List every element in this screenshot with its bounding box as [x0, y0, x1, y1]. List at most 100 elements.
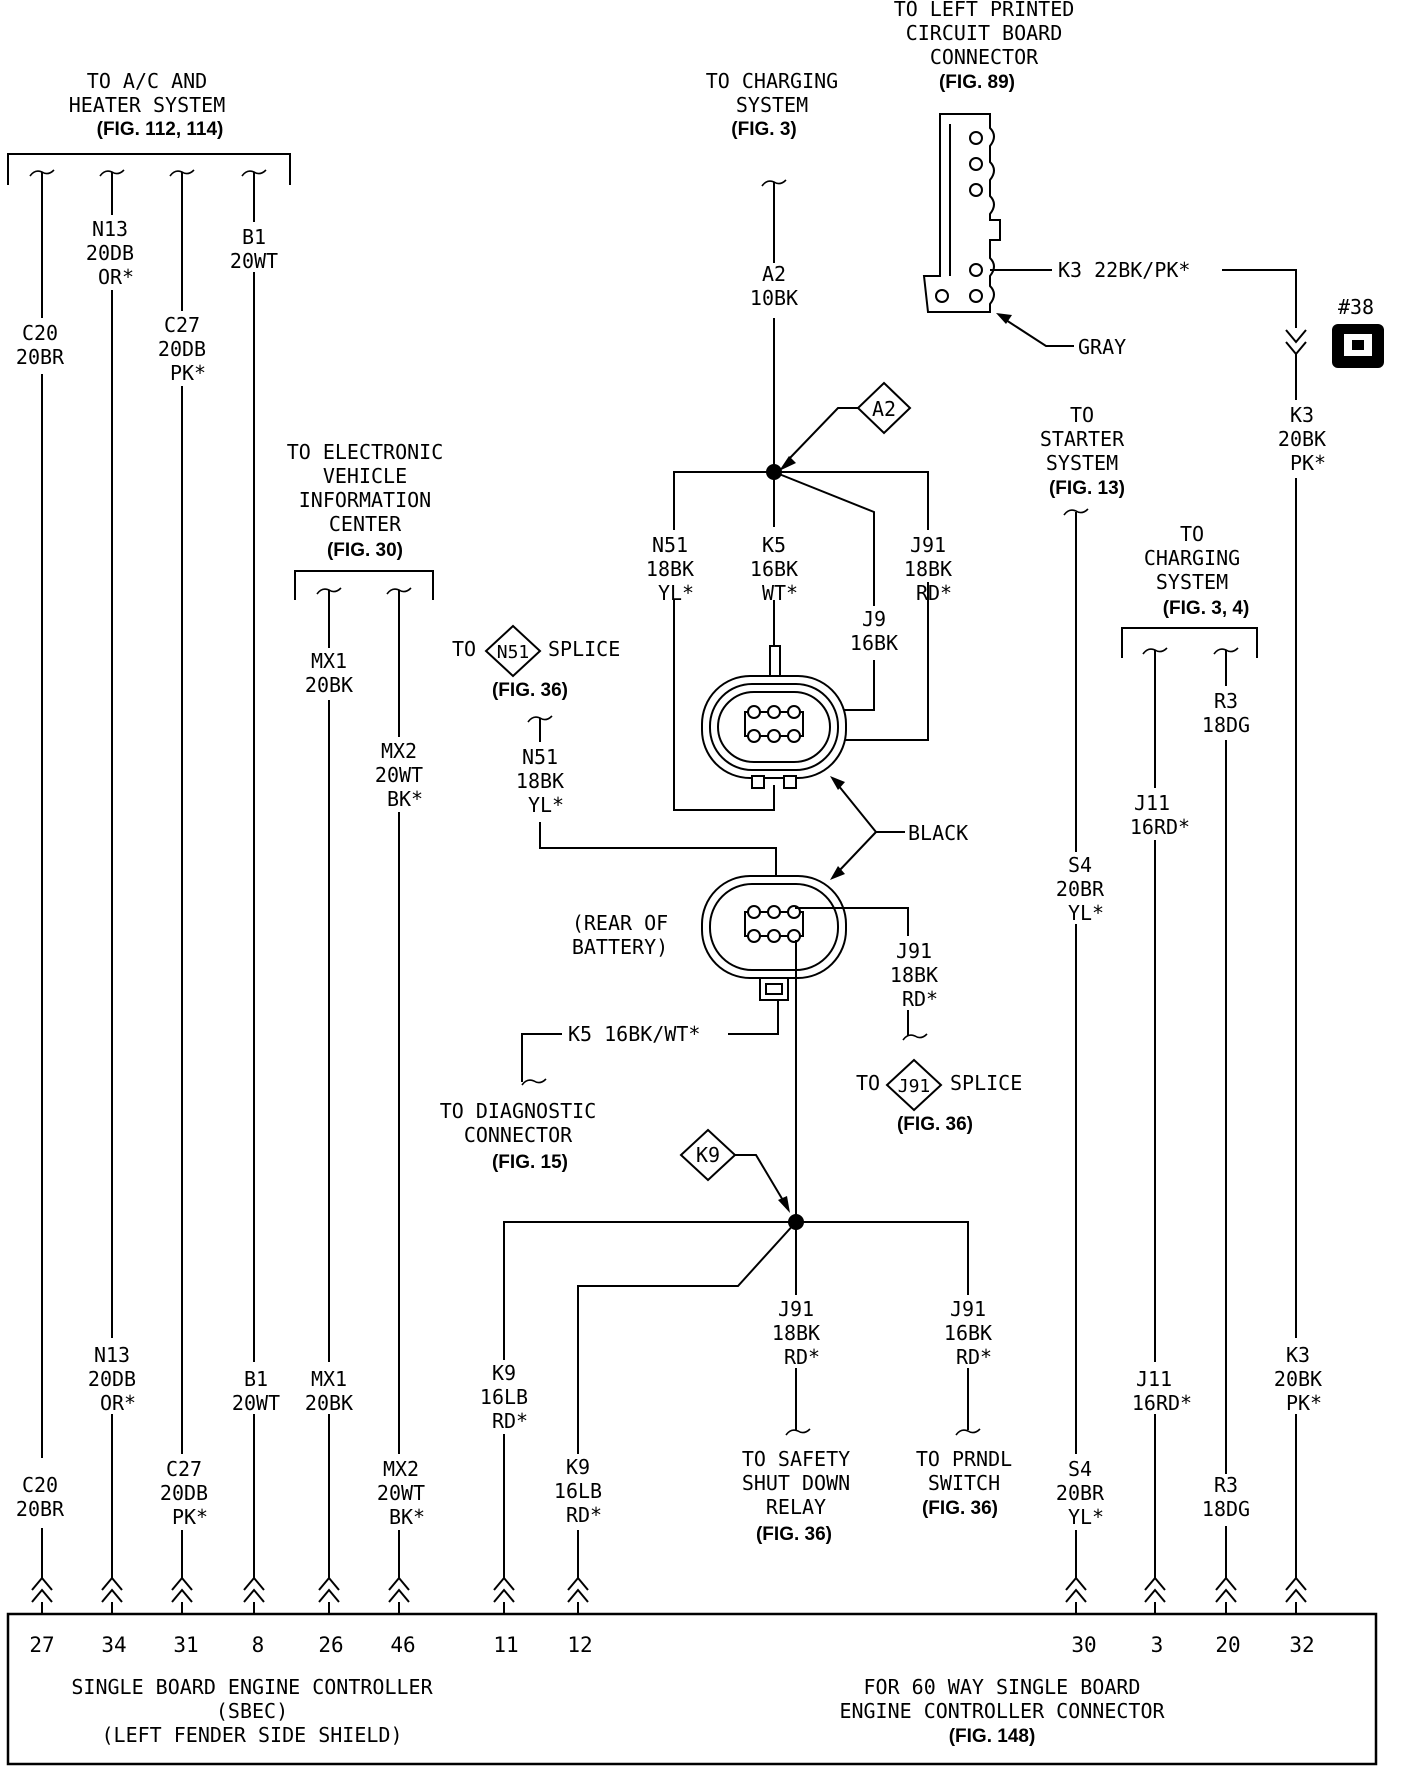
mx2-bot-label: MX2 20WT BK*: [377, 1457, 425, 1529]
terminal-chevrons: [31, 1576, 1307, 1603]
svg-text:SPLICE: SPLICE: [548, 637, 620, 661]
svg-text:N13: N13: [94, 1343, 130, 1367]
svg-text:GRAY: GRAY: [1078, 335, 1126, 359]
j91-mid-wire: [795, 907, 909, 1036]
svg-text:C20: C20: [22, 1473, 58, 1497]
svg-text:CONNECTOR: CONNECTOR: [464, 1123, 573, 1147]
svg-text:20: 20: [1215, 1633, 1240, 1657]
svg-text:18BK: 18BK: [772, 1321, 820, 1345]
svg-text:(SBEC): (SBEC): [216, 1699, 288, 1723]
svg-text:PK*: PK*: [170, 361, 206, 385]
charging-right-bracket: [1121, 627, 1258, 658]
svg-text:20DB: 20DB: [88, 1367, 136, 1391]
ground-38-icon: #38: [1332, 295, 1384, 368]
svg-text:HEATER SYSTEM: HEATER SYSTEM: [69, 93, 226, 117]
svg-text:J11: J11: [1134, 791, 1170, 815]
svg-text:SHUT DOWN: SHUT DOWN: [742, 1471, 850, 1495]
svg-text:20BK: 20BK: [1278, 427, 1326, 451]
svg-text:8: 8: [252, 1633, 265, 1657]
svg-text:20BK: 20BK: [1274, 1367, 1322, 1391]
ac-heater-label: TO A/C AND HEATER SYSTEM (FIG. 112, 114): [69, 69, 226, 140]
svg-text:11: 11: [493, 1633, 518, 1657]
svg-text:MX1: MX1: [311, 649, 347, 673]
k3-bot-label: K3 20BK PK*: [1274, 1343, 1322, 1415]
a2-wire-group: A2 10BK: [750, 182, 798, 472]
svg-text:(FIG. 15): (FIG. 15): [492, 1152, 568, 1173]
charging-system-right-label: TO CHARGING SYSTEM (FIG. 3, 4): [1144, 522, 1249, 619]
svg-text:TO: TO: [452, 637, 476, 661]
svg-text:SYSTEM: SYSTEM: [736, 93, 808, 117]
svg-text:RD*: RD*: [566, 1503, 602, 1527]
k9-right-label: K9 16LB RD*: [554, 1455, 602, 1527]
svg-text:26: 26: [318, 1633, 343, 1657]
svg-text:S4: S4: [1068, 1457, 1092, 1481]
svg-text:(FIG. 3): (FIG. 3): [731, 119, 796, 140]
gray-callout: GRAY: [996, 313, 1126, 359]
n51-splice-ref: TO N51 SPLICE (FIG. 36): [452, 624, 620, 701]
upper-battery-connector: [701, 645, 847, 789]
svg-text:N51: N51: [497, 642, 530, 663]
svg-text:YL*: YL*: [658, 581, 694, 605]
sbec-title: SINGLE BOARD ENGINE CONTROLLER (SBEC) (L…: [71, 1675, 433, 1747]
svg-text:TO: TO: [1180, 522, 1204, 546]
svg-text:TO DIAGNOSTIC: TO DIAGNOSTIC: [440, 1099, 597, 1123]
svg-text:(FIG. 36): (FIG. 36): [922, 1498, 998, 1519]
r3-top-label: R3 18DG: [1202, 689, 1250, 737]
svg-text:46: 46: [390, 1633, 415, 1657]
j91-prndl-label: J91 16BK RD*: [944, 1297, 992, 1369]
svg-text:CHARGING: CHARGING: [1144, 546, 1240, 570]
svg-text:J91: J91: [950, 1297, 986, 1321]
svg-text:16LB: 16LB: [554, 1479, 602, 1503]
starter-system-label: TO STARTER SYSTEM (FIG. 13): [1040, 403, 1125, 499]
svg-text:YL*: YL*: [1068, 901, 1104, 925]
svg-text:TO: TO: [856, 1071, 880, 1095]
j11-top-label: J11 16RD*: [1130, 791, 1190, 839]
ac-heater-bracket: [7, 153, 291, 185]
svg-text:RD*: RD*: [492, 1409, 528, 1433]
sbec-connector-title: FOR 60 WAY SINGLE BOARD ENGINE CONTROLLE…: [839, 1675, 1165, 1747]
svg-text:RD*: RD*: [902, 987, 938, 1011]
j91-relay-label: J91 18BK RD*: [772, 1297, 820, 1369]
svg-text:A2: A2: [872, 397, 896, 421]
j91-upper-label: J91 18BK RD*: [904, 533, 952, 605]
svg-text:STARTER: STARTER: [1040, 427, 1125, 451]
n13-top-label: N13 20DB OR*: [86, 217, 134, 289]
svg-text:(FIG. 148): (FIG. 148): [949, 1726, 1036, 1747]
mx2-top-label: MX2 20WT BK*: [375, 739, 423, 811]
black-callout: BLACK: [830, 776, 968, 880]
mx1-top-label: MX1 20BK: [305, 649, 353, 697]
svg-text:PK*: PK*: [172, 1505, 208, 1529]
svg-text:#38: #38: [1338, 295, 1374, 319]
svg-text:16RD*: 16RD*: [1132, 1391, 1192, 1415]
svg-text:B1: B1: [242, 225, 266, 249]
svg-text:K9: K9: [696, 1143, 720, 1167]
svg-text:MX2: MX2: [381, 739, 417, 763]
svg-text:16BK: 16BK: [750, 557, 798, 581]
svg-text:TO CHARGING: TO CHARGING: [706, 69, 838, 93]
svg-text:TO: TO: [1070, 403, 1094, 427]
svg-text:WT*: WT*: [762, 581, 798, 605]
svg-text:PK*: PK*: [1286, 1391, 1322, 1415]
svg-text:(FIG. 30): (FIG. 30): [327, 540, 403, 561]
svg-text:J11: J11: [1136, 1367, 1172, 1391]
pcb-connector: [922, 113, 1001, 313]
c27-bot-label: C27 20DB PK*: [160, 1457, 208, 1529]
svg-text:34: 34: [101, 1633, 126, 1657]
svg-text:S4: S4: [1068, 853, 1092, 877]
s4-bot-label: S4 20BR YL*: [1056, 1457, 1105, 1529]
svg-text:20DB: 20DB: [158, 337, 206, 361]
svg-text:TO ELECTRONIC: TO ELECTRONIC: [287, 440, 444, 464]
svg-text:20DB: 20DB: [160, 1481, 208, 1505]
svg-text:20BK: 20BK: [305, 1391, 353, 1415]
svg-text:20DB: 20DB: [86, 241, 134, 265]
svg-text:K9: K9: [492, 1361, 516, 1385]
svg-text:C27: C27: [164, 313, 200, 337]
svg-text:K3: K3: [1286, 1343, 1310, 1367]
svg-text:SYSTEM: SYSTEM: [1156, 570, 1228, 594]
svg-text:C20: C20: [22, 321, 58, 345]
svg-text:TO LEFT PRINTED: TO LEFT PRINTED: [894, 0, 1075, 21]
svg-text:CONNECTOR: CONNECTOR: [930, 45, 1039, 69]
svg-text:VEHICLE: VEHICLE: [323, 464, 407, 488]
svg-text:BLACK: BLACK: [908, 821, 968, 845]
